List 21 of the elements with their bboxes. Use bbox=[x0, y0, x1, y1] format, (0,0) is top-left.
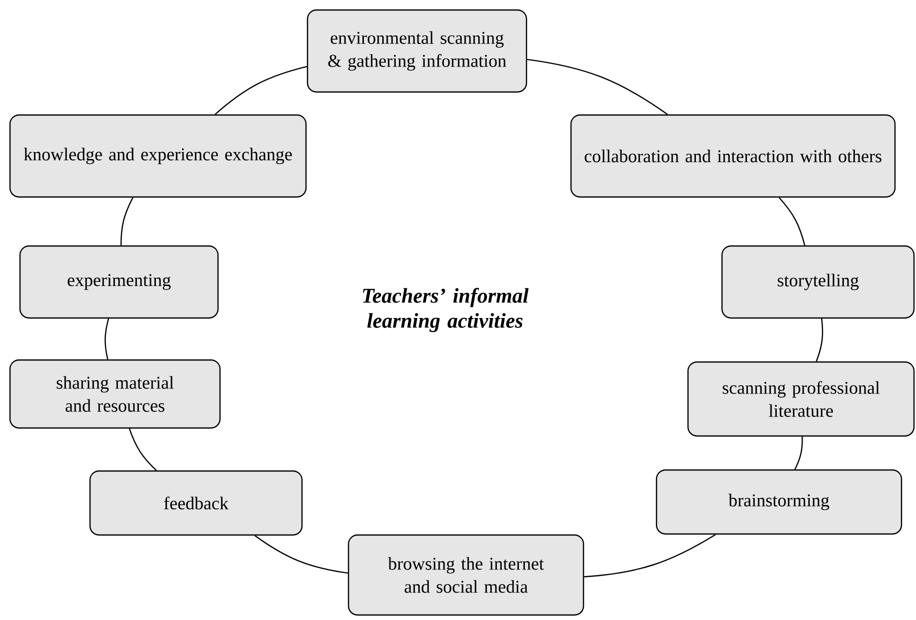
activity-box: environmental scanning & gathering information bbox=[306, 9, 528, 93]
connector-arc bbox=[778, 197, 806, 246]
connector-arc bbox=[794, 436, 803, 470]
activity-box: collaboration and interaction with others bbox=[570, 114, 896, 198]
connector-arc bbox=[816, 318, 824, 362]
activity-box: feedback bbox=[89, 470, 303, 536]
connector-arc bbox=[584, 534, 716, 578]
connector-arc bbox=[254, 535, 348, 574]
activity-box: browsing the internet and social media bbox=[348, 534, 584, 616]
connector-arc bbox=[120, 197, 134, 246]
activity-box: scanning professional literature bbox=[687, 361, 915, 437]
connector-arc bbox=[214, 66, 308, 115]
activity-box: knowledge and experience exchange bbox=[9, 114, 307, 198]
activity-box: storytelling bbox=[721, 245, 915, 319]
connector-arc bbox=[128, 428, 157, 471]
activity-box: sharing material and resources bbox=[9, 359, 221, 429]
connector-arc bbox=[104, 318, 110, 360]
center-title: Teachers’ informal learning activities bbox=[362, 288, 529, 332]
activity-box: experimenting bbox=[19, 245, 219, 319]
activity-box: brainstorming bbox=[656, 469, 902, 535]
connector-arc bbox=[527, 58, 668, 115]
